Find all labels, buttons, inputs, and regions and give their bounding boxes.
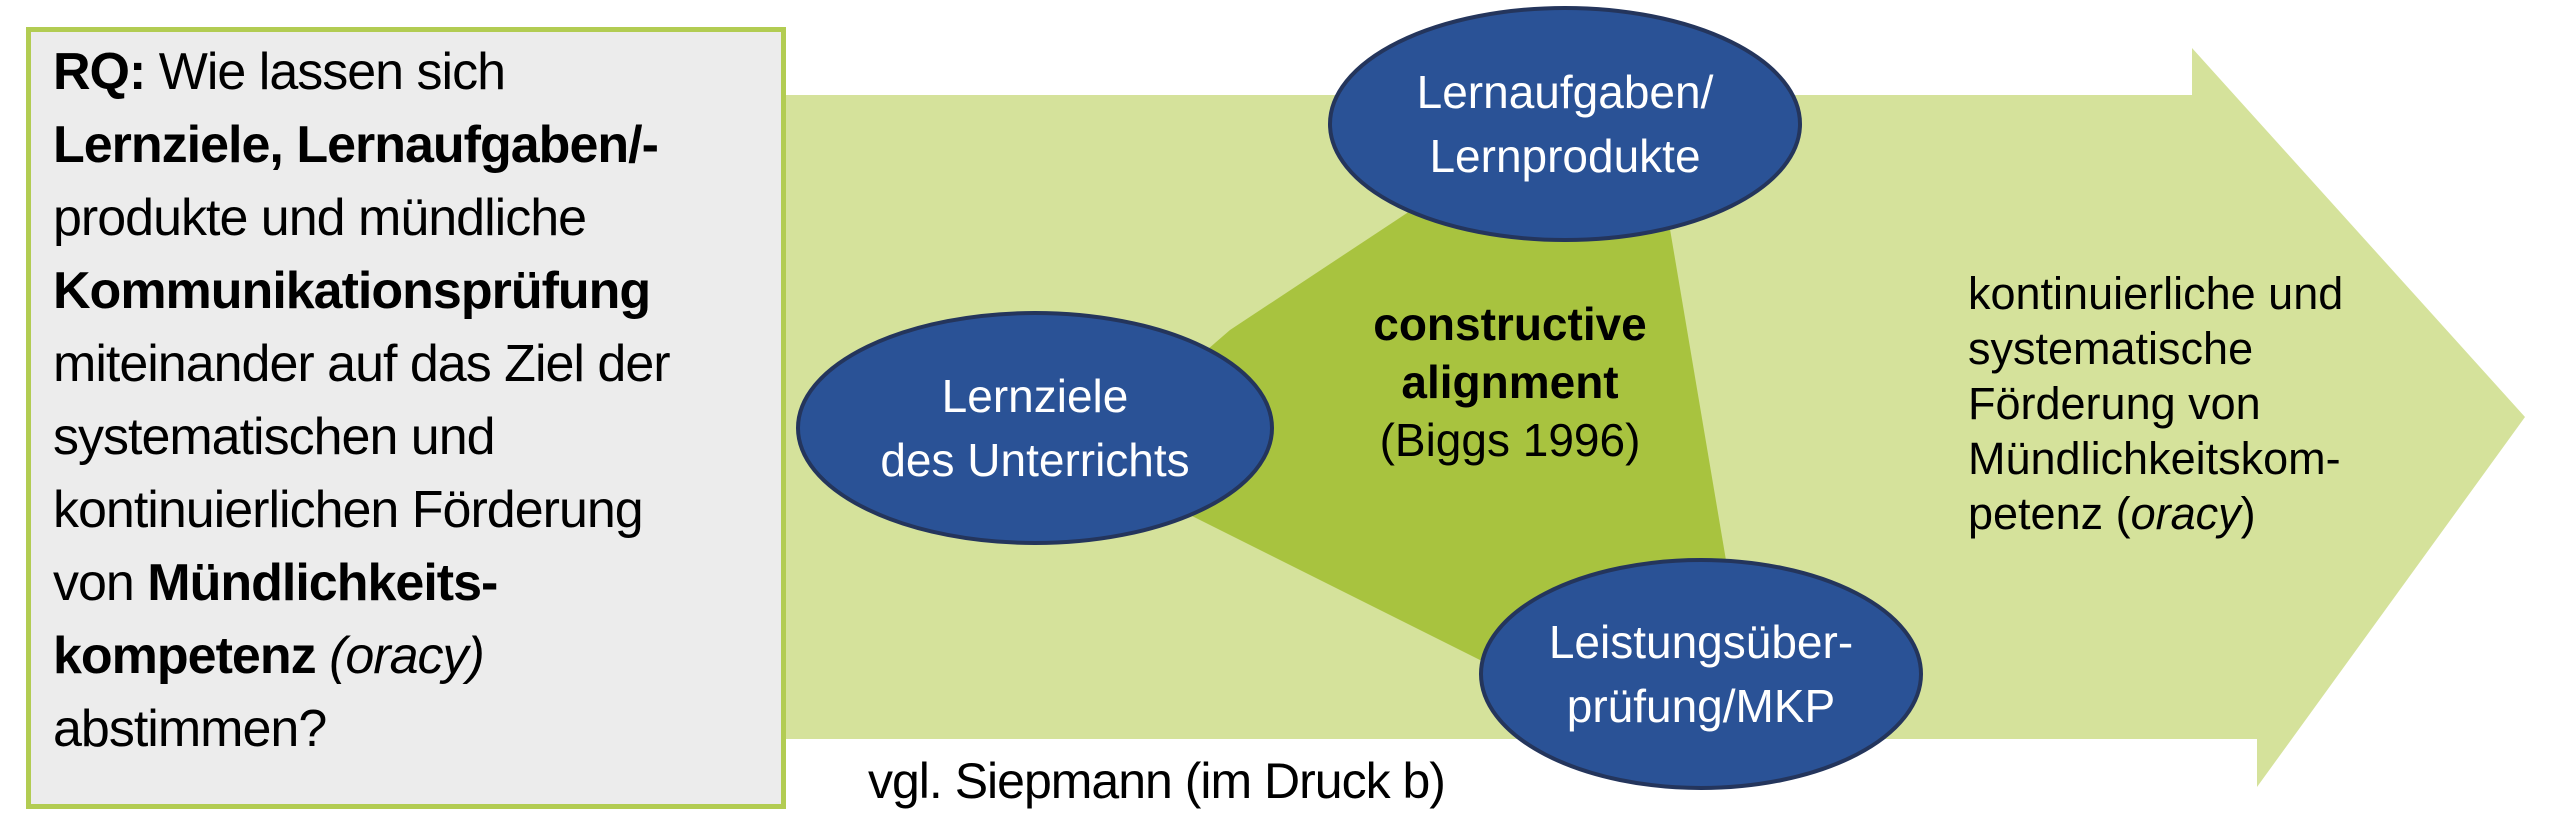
research-question-text: RQ: Wie lassen sich Lernziele, Lernaufga…: [53, 36, 773, 766]
label-lernziele: Lernziele des Unterrichts: [798, 364, 1272, 492]
research-question-box: RQ: Wie lassen sich Lernziele, Lernaufga…: [26, 27, 786, 809]
rq-text-segment: kontinuierlichen Förderung: [53, 481, 644, 539]
label-line: Lernprodukte: [1429, 130, 1701, 182]
rq-text-segment: (oracy): [329, 627, 485, 685]
note-line: Förderung von: [1968, 378, 2261, 429]
note-text-segment: oracy: [2130, 488, 2241, 539]
ellipse-leistungsueberpruefung: [1479, 558, 1923, 790]
center-label-line: alignment: [1401, 356, 1619, 408]
rq-text-segment: Lernziele, Lernaufgaben/-: [53, 116, 659, 174]
center-label-line: constructive: [1373, 298, 1647, 350]
rq-text-segment: Mündlichkeits-: [147, 554, 498, 612]
rq-line: RQ: Wie lassen sich: [53, 36, 773, 109]
note-line: kontinuierliche und: [1968, 268, 2344, 319]
oracy-note: kontinuierliche und systematische Förder…: [1968, 266, 2428, 541]
label-line: Leistungsüber-: [1548, 616, 1854, 668]
note-line: Mündlichkeitskom-: [1968, 433, 2341, 484]
rq-line: produkte und mündliche: [53, 182, 773, 255]
constructive-alignment-label: constructive alignment (Biggs 1996): [1340, 295, 1680, 469]
label-line: Lernziele: [941, 370, 1129, 422]
rq-text-segment: RQ:: [53, 43, 146, 101]
label-leistungsueberpruefung: Leistungsüber- prüfung/MKP: [1481, 610, 1921, 738]
rq-text-segment: Kommunikationsprüfung: [53, 262, 651, 320]
rq-line: Kommunikationsprüfung: [53, 255, 773, 328]
alignment-polygon: [1080, 145, 1742, 715]
note-text-segment: petenz (: [1968, 488, 2131, 539]
rq-line: systematischen und: [53, 401, 773, 474]
note-line: petenz (oracy): [1968, 486, 2428, 541]
source-caption: vgl. Siepmann (im Druck b): [868, 753, 1446, 809]
note-text-segment: ): [2240, 488, 2256, 539]
ellipse-lernaufgaben: [1328, 6, 1802, 242]
rq-line: Lernziele, Lernaufgaben/-: [53, 109, 773, 182]
note-line: systematische: [1968, 323, 2254, 374]
rq-text-segment: abstimmen?: [53, 700, 327, 758]
rq-line: kompetenz (oracy): [53, 620, 773, 693]
label-line: des Unterrichts: [880, 434, 1190, 486]
label-line: Lernaufgaben/: [1416, 66, 1714, 118]
ellipse-lernziele: [796, 311, 1274, 545]
rq-text-segment: kompetenz: [53, 627, 330, 685]
label-line: prüfung/MKP: [1566, 680, 1836, 732]
rq-text-segment: systematischen und: [53, 408, 496, 466]
label-lernaufgaben: Lernaufgaben/ Lernprodukte: [1330, 60, 1800, 188]
rq-line: miteinander auf das Ziel der: [53, 328, 773, 401]
rq-text-segment: produkte und mündliche: [53, 189, 587, 247]
rq-text-segment: miteinander auf das Ziel der: [53, 335, 671, 393]
rq-text-segment: von: [53, 554, 148, 612]
rq-line: abstimmen?: [53, 693, 773, 766]
rq-line: kontinuierlichen Förderung: [53, 474, 773, 547]
rq-line: von Mündlichkeits-: [53, 547, 773, 620]
center-label-citation: (Biggs 1996): [1379, 414, 1641, 466]
rq-text-segment: Wie lassen sich: [145, 43, 506, 101]
